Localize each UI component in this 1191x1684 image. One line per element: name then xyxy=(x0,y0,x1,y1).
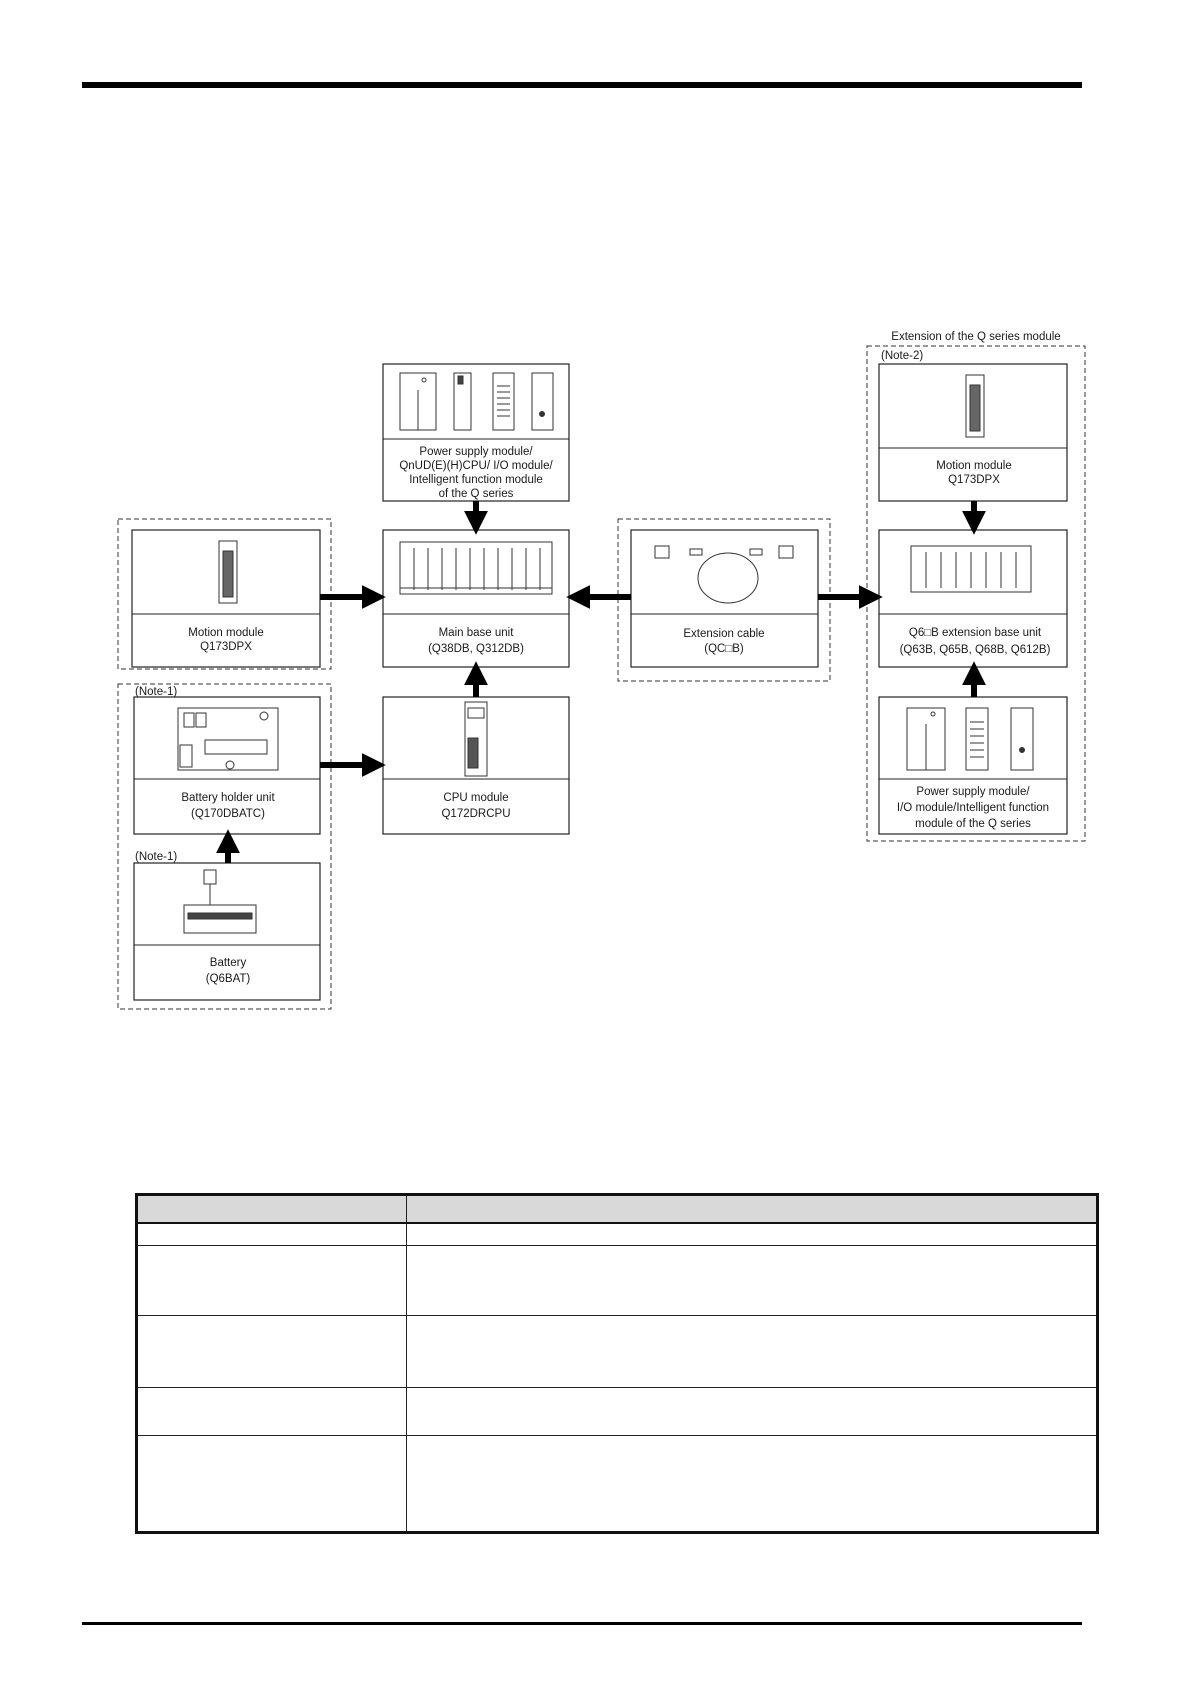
power-supply-module-top: Power supply module/ QnUD(E)(H)CPU/ I/O … xyxy=(382,363,570,502)
battery-illustration xyxy=(183,869,257,934)
top-rule xyxy=(82,82,1082,88)
table-cell xyxy=(406,1434,1098,1533)
cable-illustration xyxy=(654,545,794,604)
note-1-battery-holder: (Note-1) xyxy=(135,686,177,698)
table-cell xyxy=(136,1434,407,1533)
table-row xyxy=(136,1434,1098,1533)
power-top-line-1: Power supply module/ xyxy=(419,446,533,458)
motion-module-illustration xyxy=(218,540,238,604)
battery-holder-unit: Battery holder unit (Q170DBATC) xyxy=(133,696,321,835)
battery-group xyxy=(117,683,332,1010)
table-cell xyxy=(406,1222,1098,1246)
battery: Battery (Q6BAT) xyxy=(133,862,321,1001)
power-supply-module-right: Power supply module/ I/O module/Intellig… xyxy=(878,696,1068,835)
motion-module-left: Motion module Q173DPX xyxy=(131,529,321,668)
motion-left-line-1: Motion module xyxy=(188,627,263,639)
table-header-row xyxy=(136,1194,1098,1224)
power-right-line-1: Power supply module/ xyxy=(916,786,1030,798)
power-right-line-3: module of the Q series xyxy=(915,818,1031,830)
cpu-line-2: Q172DRCPU xyxy=(441,808,510,820)
table-row xyxy=(136,1386,1098,1436)
battery-holder-line-2: (Q170DBATC) xyxy=(191,808,265,820)
motion-right-line-1: Motion module xyxy=(936,460,1011,472)
ext-cable-line-1: Extension cable xyxy=(683,628,764,640)
table-row xyxy=(136,1314,1098,1388)
extension-group-label: Extension of the Q series module xyxy=(891,331,1060,343)
base-unit-illustration xyxy=(399,541,553,595)
specification-table xyxy=(135,1193,1099,1534)
table-cell xyxy=(406,1314,1098,1388)
power-top-line-3: Intelligent function module xyxy=(409,474,543,486)
note-1-battery: (Note-1) xyxy=(135,851,177,863)
motion-module-right: Motion module Q173DPX xyxy=(878,363,1068,502)
table-cell xyxy=(136,1386,407,1436)
table-cell xyxy=(136,1222,407,1246)
power-top-line-2: QnUD(E)(H)CPU/ I/O module/ xyxy=(399,460,553,472)
extension-base-unit: Q6□B extension base unit (Q63B, Q65B, Q6… xyxy=(878,529,1068,668)
table-cell xyxy=(406,1386,1098,1436)
ext-base-line-1: Q6□B extension base unit xyxy=(909,627,1042,639)
table-row xyxy=(136,1222,1098,1246)
cpu-illustration xyxy=(464,701,488,777)
motion-module-right-illustration xyxy=(965,374,985,438)
table-header-cell xyxy=(136,1194,407,1224)
battery-line-2: (Q6BAT) xyxy=(206,973,251,985)
table-cell xyxy=(136,1244,407,1316)
connection-arrows xyxy=(216,501,986,863)
power-top-line-4: of the Q series xyxy=(439,488,514,500)
table-header-cell xyxy=(406,1194,1098,1224)
note-2: (Note-2) xyxy=(881,350,923,362)
power-right-line-2: I/O module/Intelligent function xyxy=(897,802,1049,814)
motion-right-line-2: Q173DPX xyxy=(948,474,1000,486)
battery-holder-line-1: Battery holder unit xyxy=(181,792,275,804)
power-supply-right-illustration xyxy=(906,707,1034,771)
extension-base-illustration xyxy=(910,545,1032,593)
table-cell xyxy=(136,1314,407,1388)
power-supply-illustration xyxy=(399,372,554,431)
cpu-module: CPU module Q172DRCPU xyxy=(382,696,570,835)
ext-cable-line-2: (QC□B) xyxy=(704,643,744,655)
table-cell xyxy=(406,1244,1098,1316)
bottom-rule xyxy=(82,1622,1082,1625)
system-configuration-diagram: Extension of the Q series module (Note-2… xyxy=(117,331,1086,1010)
battery-holder-illustration xyxy=(177,707,279,771)
motion-left-line-2: Q173DPX xyxy=(200,641,252,653)
battery-line-1: Battery xyxy=(210,957,247,969)
cpu-line-1: CPU module xyxy=(443,792,508,804)
extension-cable: Extension cable (QC□B) xyxy=(630,529,819,668)
main-base-unit: Main base unit (Q38DB, Q312DB) xyxy=(382,529,570,668)
table-row xyxy=(136,1244,1098,1316)
main-base-line-1: Main base unit xyxy=(439,627,515,639)
main-base-line-2: (Q38DB, Q312DB) xyxy=(428,643,524,655)
ext-base-line-2: (Q63B, Q65B, Q68B, Q612B) xyxy=(900,644,1051,656)
